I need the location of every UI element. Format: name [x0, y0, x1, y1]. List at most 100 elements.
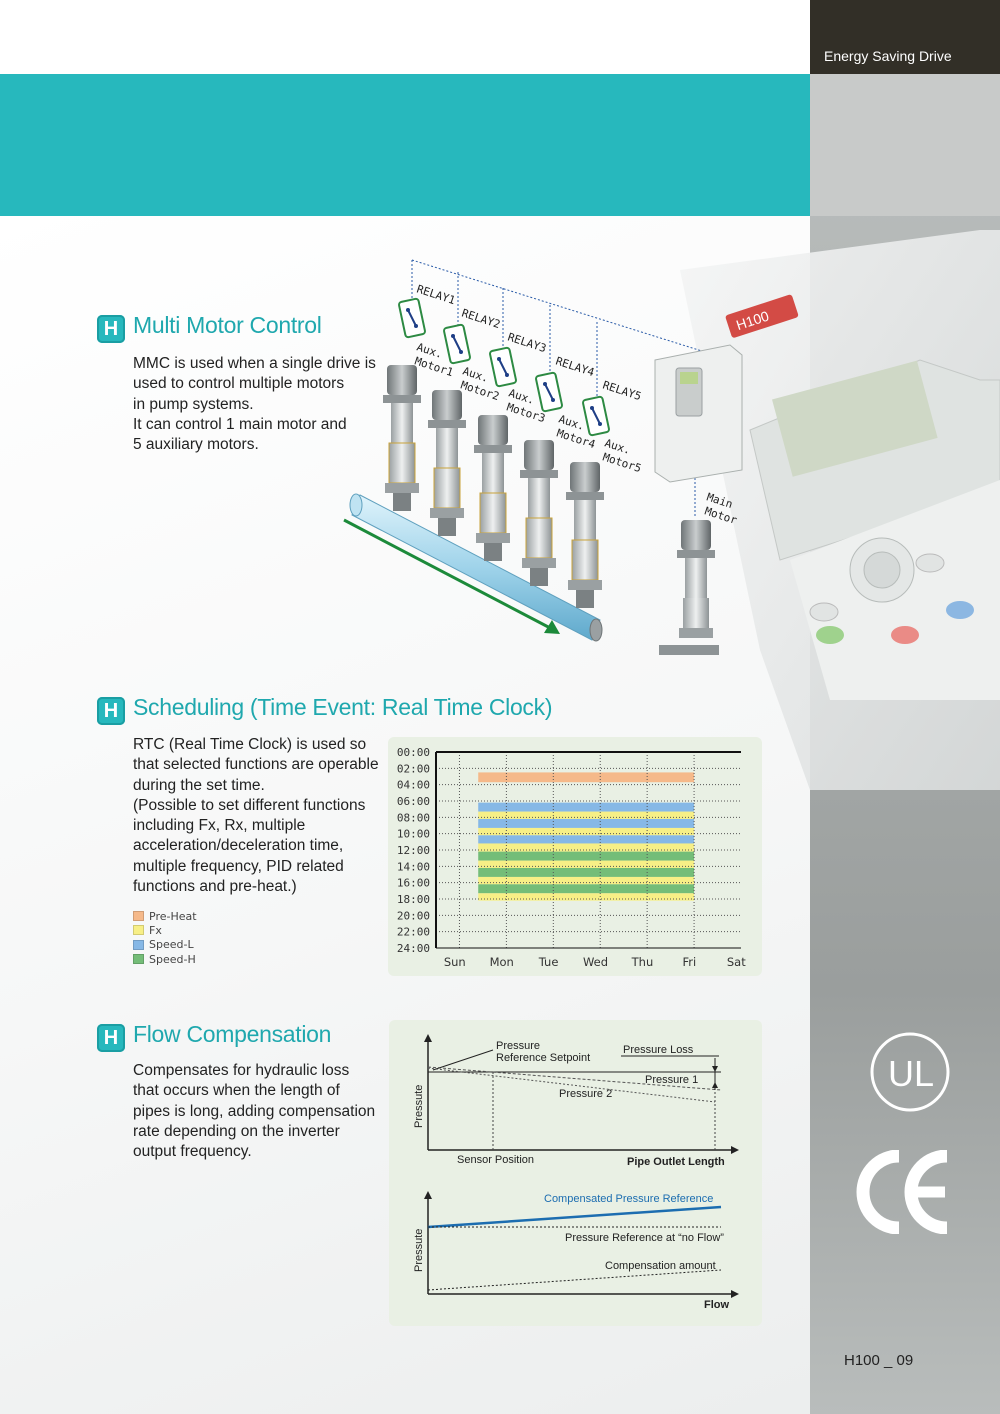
- flow-title: Flow Compensation: [133, 1021, 332, 1047]
- pressure-1-annotation: Pressure 1: [645, 1074, 698, 1086]
- legend-label: Fx: [149, 923, 162, 937]
- mmc-title: Multi Motor Control: [133, 312, 322, 338]
- page-number: H100 _ 09: [844, 1352, 914, 1369]
- setpoint-annotation: Reference Setpoint: [496, 1052, 590, 1064]
- y-tick-label: 16:00: [397, 877, 430, 890]
- mmc-description: MMC is used when a single drive is used …: [133, 354, 376, 455]
- y-axis-arrow: [424, 1034, 432, 1042]
- sensor-position-annotation: Sensor Position: [457, 1154, 534, 1166]
- text-line: used to control multiple motors: [133, 375, 345, 393]
- main-pump: [659, 520, 719, 655]
- schedule-band: [478, 811, 695, 819]
- top-chart-xlabel: Pipe Outlet Length: [627, 1156, 725, 1168]
- mmc-pump-diagram: RELAY1 RELAY2 RELAY3 RELAY4 RELAY5 Aux. …: [343, 259, 743, 655]
- section-h-icon: H: [97, 315, 125, 343]
- text-line: Compensates for hydraulic loss: [133, 1062, 350, 1079]
- aux-pumps: [383, 365, 604, 608]
- bottom-chart-xlabel: Flow: [704, 1299, 729, 1311]
- y-tick-label: 00:00: [397, 746, 430, 759]
- schedule-band: [478, 851, 695, 861]
- legend-item: Speed-L: [133, 938, 197, 952]
- flow-arrow: [343, 518, 560, 634]
- legend-swatch: [133, 954, 144, 965]
- text-line: that occurs when the length of: [133, 1082, 340, 1100]
- relay-label: RELAY4: [554, 354, 596, 379]
- legend-label: Pre-Heat: [149, 909, 197, 923]
- relay-label: RELAY1: [415, 282, 457, 307]
- schedule-band: [478, 827, 695, 836]
- text-line: during the set time.: [133, 776, 265, 794]
- series-label-compensated: Compensated Pressure Reference: [544, 1193, 713, 1205]
- x-tick-label: Tue: [538, 955, 559, 969]
- pressure-2-line: [427, 1067, 716, 1103]
- y-tick-label: 02:00: [397, 762, 430, 775]
- text-line: 5 auxiliary motors.: [133, 436, 259, 454]
- y-tick-label: 22:00: [397, 926, 430, 939]
- y-tick-label: 24:00: [397, 942, 430, 955]
- header-pipe: [349, 493, 603, 642]
- compensated-reference-line: [427, 1205, 722, 1229]
- text-line: (Possible to set different functions: [133, 796, 366, 814]
- y-tick-label: 20:00: [397, 909, 430, 922]
- top-chart-ylabel: Pressute: [413, 1085, 425, 1128]
- text-line: output frequency.: [133, 1143, 252, 1161]
- schedule-band: [478, 835, 695, 844]
- y-tick-label: 10:00: [397, 828, 430, 841]
- y-tick-label: 12:00: [397, 844, 430, 857]
- legend-swatch: [133, 911, 144, 922]
- legend-swatch: [133, 939, 144, 950]
- compensation-amount-line: [427, 1269, 722, 1291]
- section-h-icon: H: [97, 697, 125, 725]
- pressure-loss-arrow-down: [712, 1066, 718, 1072]
- legend-label: Speed-L: [149, 938, 194, 952]
- relay-label: RELAY3: [506, 330, 548, 355]
- text-line: RTC (Real Time Clock) is used so: [133, 736, 367, 753]
- flow-chart-panel: Pressure Reference Setpoint Pressure Los…: [389, 1020, 762, 1326]
- inverter-drive: [654, 344, 743, 483]
- schedule-band: [478, 843, 695, 852]
- svg-text:UL: UL: [888, 1053, 934, 1094]
- series-label-no-flow: Pressure Reference at “no Flow”: [565, 1232, 724, 1244]
- x-tick-label: Sat: [727, 955, 746, 969]
- y-tick-label: 06:00: [397, 795, 430, 808]
- relay-label: RELAY5: [601, 378, 643, 403]
- legend-swatch: [133, 925, 144, 936]
- schedule-band: [478, 802, 695, 812]
- text-line: pipes is long, adding compensation: [133, 1102, 376, 1120]
- relay-boxes: [398, 297, 610, 437]
- text-line: rate depending on the inverter: [133, 1122, 340, 1140]
- schedule-legend: Pre-Heat Fx Speed-L Speed-H: [133, 909, 197, 966]
- x-axis-arrow: [731, 1290, 739, 1298]
- x-tick-label: Wed: [583, 955, 608, 969]
- x-tick-label: Fri: [683, 955, 697, 969]
- pressure-loss-chart: Pressure Reference Setpoint Pressure Los…: [413, 1034, 739, 1311]
- y-tick-label: 04:00: [397, 779, 430, 792]
- pressure-reference-line: [427, 1066, 722, 1091]
- section-h-icon: H: [97, 1024, 125, 1052]
- x-tick-label: Mon: [490, 955, 514, 969]
- flow-description: Compensates for hydraulic loss that occu…: [133, 1061, 375, 1162]
- schedule-band: [478, 876, 695, 885]
- x-axis-arrow: [731, 1146, 739, 1154]
- schedule-band: [478, 772, 695, 783]
- pressure-loss-arrow-up: [712, 1082, 718, 1088]
- chart-axes: [427, 1195, 735, 1295]
- y-tick-label: 18:00: [397, 893, 430, 906]
- chart-axes: [427, 1038, 735, 1151]
- setpoint-annotation: Pressure: [496, 1040, 540, 1052]
- right-header-band: [810, 74, 1000, 216]
- text-line: including Fx, Rx, multiple: [133, 817, 306, 835]
- legend-item: Fx: [133, 923, 197, 937]
- text-line: in pump systems.: [133, 395, 254, 413]
- pressure-2-annotation: Pressure 2: [559, 1088, 612, 1100]
- series-tab: Energy Saving Drive: [810, 0, 1000, 74]
- y-tick-label: 14:00: [397, 860, 430, 873]
- schedule-band: [478, 893, 695, 901]
- schedule-band: [478, 884, 695, 894]
- text-line: acceleration/deceleration time,: [133, 837, 344, 855]
- schedule-band: [478, 860, 695, 868]
- schedule-band: [478, 867, 695, 877]
- text-line: MMC is used when a single drive is: [133, 355, 376, 372]
- ce-mark-logo: [856, 1150, 948, 1234]
